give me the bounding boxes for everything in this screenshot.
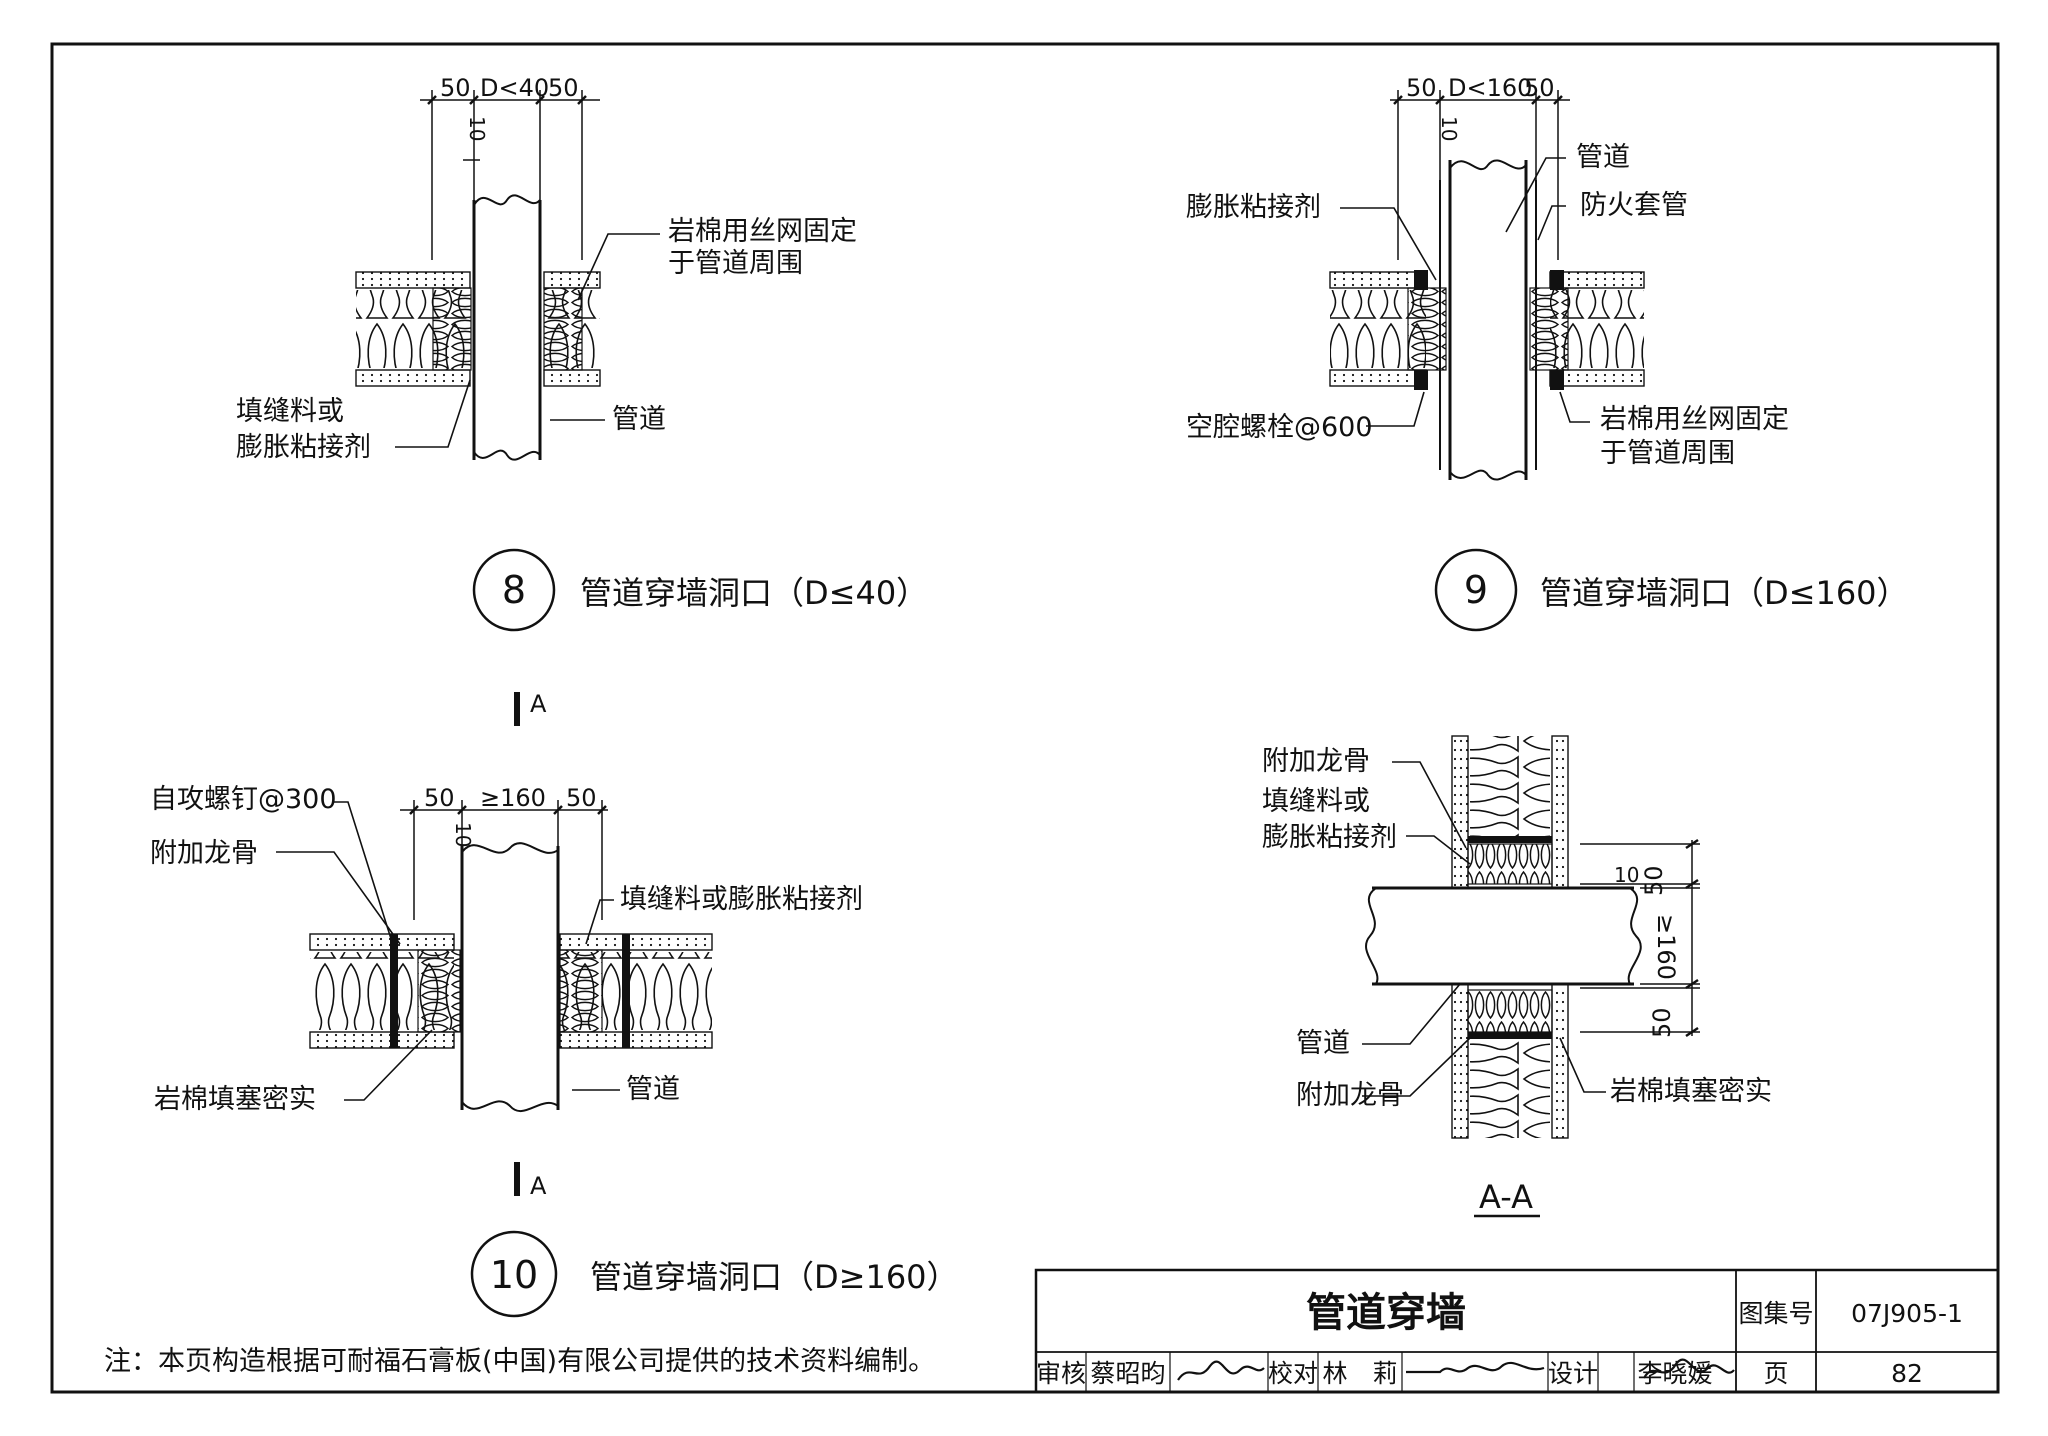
label-aa-pipe: 管道 — [1296, 1028, 1350, 1059]
dim-9-mid: D<160 — [1448, 74, 1532, 102]
dim-aa-bottom: 50 — [1648, 1007, 1676, 1038]
detail-10: A A — [150, 690, 959, 1318]
dim-aa-top: 50 — [1640, 865, 1668, 896]
dim-8-gap: 10 — [465, 116, 489, 141]
section-mark-top: A — [530, 690, 547, 718]
detail-10-number: 10 — [490, 1253, 538, 1297]
label-aa-filler-2: 膨胀粘接剂 — [1262, 822, 1397, 853]
atlas-label: 图集号 — [1738, 1299, 1813, 1328]
pipe-8 — [472, 194, 542, 461]
detail-8-number: 8 — [502, 568, 526, 612]
detail-10-badge — [470, 1230, 558, 1318]
atlas-number: 07J905-1 — [1851, 1299, 1963, 1328]
dim-aa-gap: 10 — [1614, 863, 1639, 887]
dim-10-left: 50 — [424, 784, 455, 812]
drawing-title: 管道穿墙 — [1306, 1290, 1466, 1336]
designer-signature — [1643, 1358, 1735, 1379]
reviewer-name: 蔡昭昀 — [1090, 1359, 1165, 1388]
label-9-pipe: 管道 — [1576, 142, 1630, 173]
label-8-rockwool-1: 岩棉用丝网固定 — [668, 216, 857, 247]
detail-8-caption: 管道穿墙洞口（D≤40） — [580, 574, 928, 612]
label-8-filler-2: 膨胀粘接剂 — [236, 432, 371, 463]
label-8-filler-1: 填缝料或 — [236, 396, 344, 427]
section-cut-top — [514, 692, 520, 726]
detail-9: 50 D<160 50 10 管道 防火套管 膨胀粘接剂 空腔螺栓@600 岩棉… — [1186, 74, 1909, 632]
label-aa-filler-1: 填缝料或 — [1262, 786, 1370, 817]
label-8-rockwool-2: 于管道周围 — [668, 248, 803, 279]
label-10-screw: 自攻螺钉@300 — [150, 784, 337, 815]
dim-10-gap: 10 — [451, 822, 475, 847]
dim-8-left: 50 — [440, 74, 471, 102]
page-note: 注：本页构造根据可耐福石膏板(中国)有限公司提供的技术资料编制。 — [104, 1346, 935, 1377]
section-aa-title: A-A — [1479, 1178, 1533, 1216]
label-10-rockwool: 岩棉填塞密实 — [154, 1084, 316, 1115]
detail-8: 50 D<40 50 10 岩棉用丝网固定 于管道周围 填缝料或 膨胀粘接剂 管… — [236, 74, 928, 632]
label-aa-rockwool: 岩棉填塞密实 — [1610, 1076, 1772, 1107]
detail-9-number: 9 — [1464, 568, 1488, 612]
sheet-border — [50, 42, 2000, 1394]
leaders-aa — [1362, 761, 1606, 1097]
pipe-aa — [1365, 886, 1642, 986]
dim-10-mid: ≥160 — [480, 784, 546, 812]
leaders-9 — [1340, 157, 1590, 427]
pipe-9 — [1439, 159, 1537, 481]
checker-signature — [1406, 1361, 1545, 1374]
detail-9-badge — [1434, 548, 1518, 632]
review-label: 审核 — [1036, 1359, 1086, 1388]
label-aa-stud-top: 附加龙骨 — [1262, 746, 1370, 777]
label-9-bolt: 空腔螺栓@600 — [1186, 412, 1373, 443]
dim-aa-mid: ≥160 — [1652, 914, 1680, 980]
checker-name: 林 莉 — [1322, 1359, 1397, 1388]
check-label: 校对 — [1268, 1359, 1318, 1388]
section-cut-bottom — [514, 1162, 520, 1196]
pipe-10 — [460, 842, 560, 1113]
label-9-rockwool-1: 岩棉用丝网固定 — [1600, 404, 1789, 435]
dim-9-left: 50 — [1406, 74, 1437, 102]
section-mark-bottom: A — [530, 1172, 547, 1200]
dimension-lines-9 — [1390, 90, 1570, 260]
detail-10-caption: 管道穿墙洞口（D≥160） — [590, 1258, 959, 1296]
label-aa-stud-bottom: 附加龙骨 — [1296, 1080, 1404, 1111]
label-9-adhesive: 膨胀粘接剂 — [1186, 192, 1321, 223]
dim-8-right: 50 — [548, 74, 579, 102]
dim-8-mid: D<40 — [480, 74, 549, 102]
label-10-pipe: 管道 — [626, 1074, 680, 1105]
dimension-lines-8 — [420, 90, 600, 260]
section-aa: 50 ≥160 50 10 附加龙骨 填缝料或 膨胀粘接剂 管道 附加龙骨 岩棉… — [1262, 735, 1772, 1218]
label-9-rockwool-2: 于管道周围 — [1600, 438, 1735, 469]
dim-9-gap: 10 — [1437, 116, 1461, 141]
leaders-8 — [395, 233, 660, 448]
dimension-lines-aa — [1580, 838, 1700, 1038]
page-number: 82 — [1891, 1359, 1923, 1388]
label-10-filler: 填缝料或膨胀粘接剂 — [620, 884, 863, 915]
label-10-stud: 附加龙骨 — [150, 838, 258, 869]
label-9-fire-sleeve: 防火套管 — [1580, 190, 1688, 221]
wall-section-10 — [309, 933, 713, 1049]
design-label: 设计 — [1548, 1359, 1598, 1388]
detail-8-badge — [472, 548, 556, 632]
wall-section-9 — [1329, 270, 1645, 390]
page-label: 页 — [1763, 1359, 1788, 1388]
reviewer-signature — [1177, 1360, 1265, 1381]
leaders-10 — [276, 801, 620, 1101]
dim-9-right: 50 — [1524, 74, 1555, 102]
label-8-pipe: 管道 — [612, 404, 666, 435]
detail-9-caption: 管道穿墙洞口（D≤160） — [1540, 574, 1909, 612]
dimension-lines-10 — [400, 800, 608, 920]
dim-10-right: 50 — [566, 784, 597, 812]
title-block: 管道穿墙 图集号 07J905-1 页 82 审核 蔡昭昀 校对 林 莉 设计 … — [1034, 1268, 2000, 1394]
